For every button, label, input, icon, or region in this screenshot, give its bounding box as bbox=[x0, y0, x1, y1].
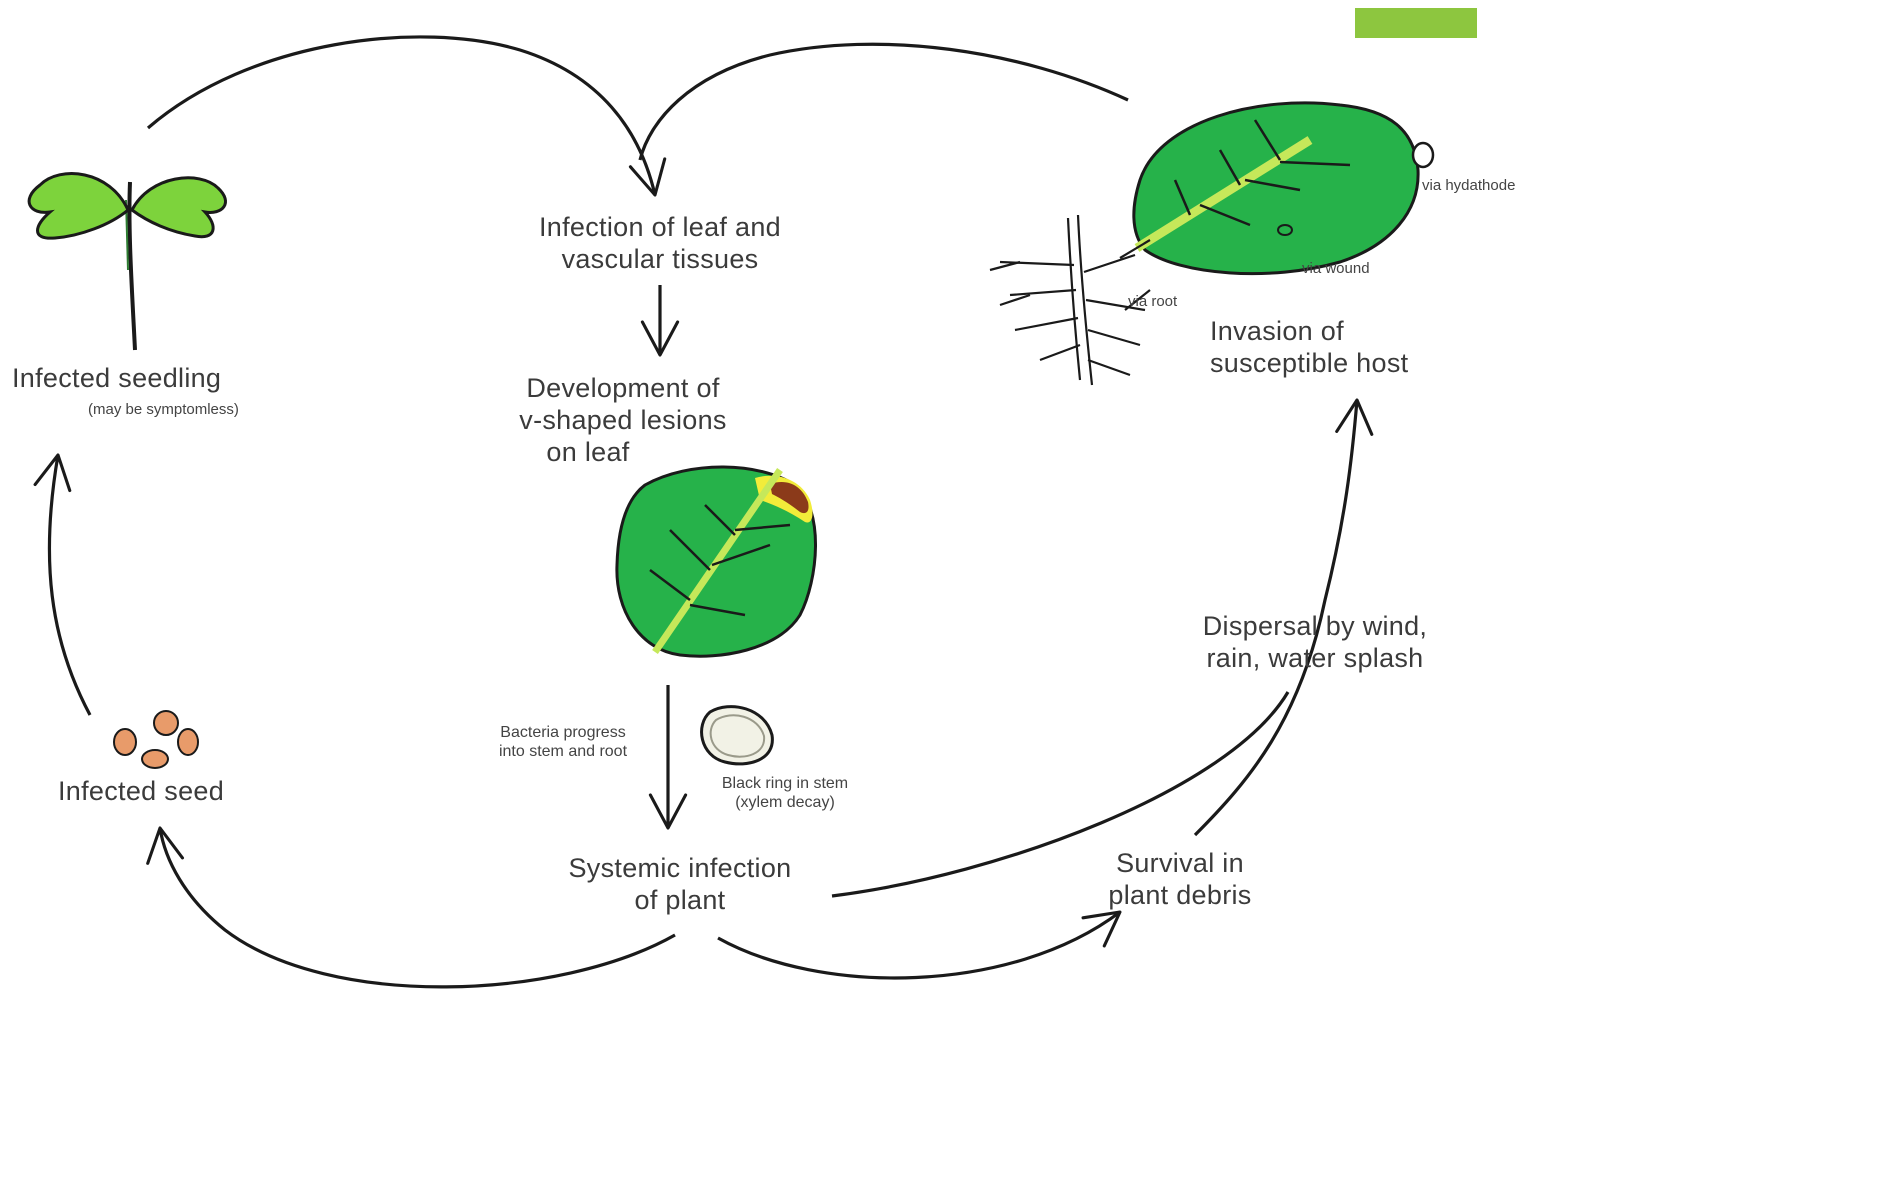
seeds-icon bbox=[114, 711, 198, 768]
bacteria-progress-label: Bacteria progress into stem and root bbox=[463, 724, 663, 762]
development-of-lesions-label: Development of v-shaped lesions on leaf bbox=[468, 373, 778, 469]
via-root-label: via root bbox=[1128, 293, 1177, 311]
black-ring-label: Black ring in stem (xylem decay) bbox=[685, 775, 885, 813]
dispersal-label: Dispersal by wind, rain, water splash bbox=[1160, 611, 1470, 675]
via-hydathode-label: via hydathode bbox=[1422, 177, 1515, 195]
arrow-systemic-to-survival bbox=[718, 912, 1120, 978]
systemic-infection-label: Systemic infection of plant bbox=[525, 853, 835, 917]
arrow-seed-to-seedling bbox=[49, 455, 90, 715]
arrow-seedling-to-infection bbox=[148, 37, 655, 195]
infection-of-leaf-label: Infection of leaf and vascular tissues bbox=[495, 212, 825, 276]
leaf-lesion-icon bbox=[617, 467, 816, 656]
survival-in-debris-label: Survival in plant debris bbox=[1075, 848, 1285, 912]
arrow-invasion-to-infection bbox=[640, 44, 1128, 160]
infected-seedling-label: Infected seedling bbox=[12, 363, 221, 395]
invasion-of-host-label: Invasion of susceptible host bbox=[1210, 316, 1408, 380]
seedling-icon bbox=[29, 174, 225, 350]
disease-cycle-diagram: Infected seedling (may be symptomless) I… bbox=[0, 0, 1568, 1004]
host-leaf-icon bbox=[1134, 103, 1433, 274]
via-wound-label: via wound bbox=[1302, 260, 1370, 278]
infected-seed-label: Infected seed bbox=[58, 776, 224, 808]
stem-ring-icon bbox=[702, 707, 773, 764]
may-be-symptomless-label: (may be symptomless) bbox=[88, 401, 239, 419]
roots-icon bbox=[990, 215, 1150, 385]
